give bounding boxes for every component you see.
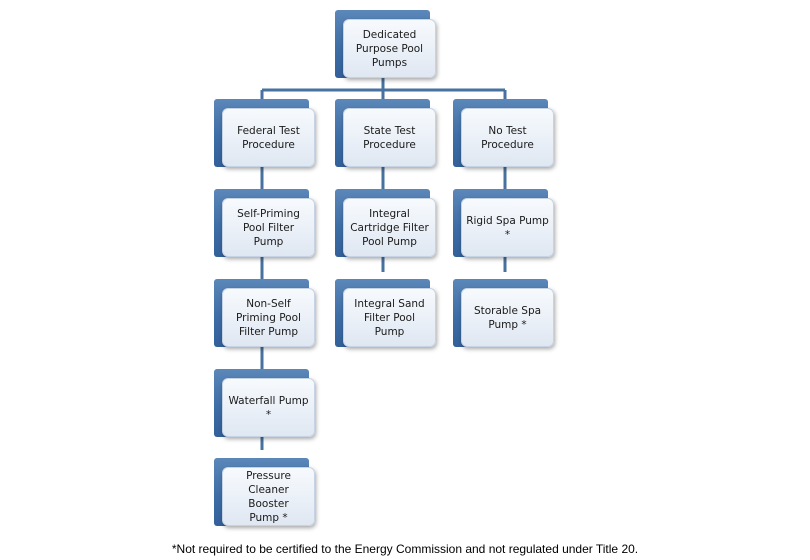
node-card: Integral Sand Filter Pool Pump [343, 288, 436, 347]
node-label-waterfall: Waterfall Pump * [228, 394, 309, 421]
footnote: *Not required to be certified to the Ene… [171, 542, 639, 556]
node-label-self-priming: Self-Priming Pool Filter Pump [237, 207, 300, 248]
node-label-state: State Test Procedure [363, 124, 416, 151]
node-label-storable-spa: Storable Spa Pump * [473, 304, 542, 331]
node-label-non-self-priming: Non-Self Priming Pool Filter Pump [236, 297, 301, 338]
node-card: No Test Procedure [461, 108, 554, 167]
node-card: Self-Priming Pool Filter Pump [222, 198, 315, 257]
node-card: State Test Procedure [343, 108, 436, 167]
node-card: Federal Test Procedure [222, 108, 315, 167]
node-label-integral-sand: Integral Sand Filter Pool Pump [354, 297, 425, 338]
node-label-none: No Test Procedure [481, 124, 534, 151]
node-card: Pressure Cleaner Booster Pump * [222, 467, 315, 526]
node-card: Non-Self Priming Pool Filter Pump [222, 288, 315, 347]
node-label-federal: Federal Test Procedure [237, 124, 300, 151]
node-label-rigid-spa: Rigid Spa Pump * [466, 214, 549, 241]
node-card: Integral Cartridge Filter Pool Pump [343, 198, 436, 257]
node-card: Waterfall Pump * [222, 378, 315, 437]
node-card: Rigid Spa Pump * [461, 198, 554, 257]
node-card: Storable Spa Pump * [461, 288, 554, 347]
node-label-pressure-cleaner: Pressure Cleaner Booster Pump * [246, 469, 291, 524]
node-label-root: Dedicated Purpose Pool Pumps [355, 28, 424, 69]
node-card: Dedicated Purpose Pool Pumps [343, 19, 436, 78]
node-label-integral-cartridge: Integral Cartridge Filter Pool Pump [350, 207, 429, 248]
